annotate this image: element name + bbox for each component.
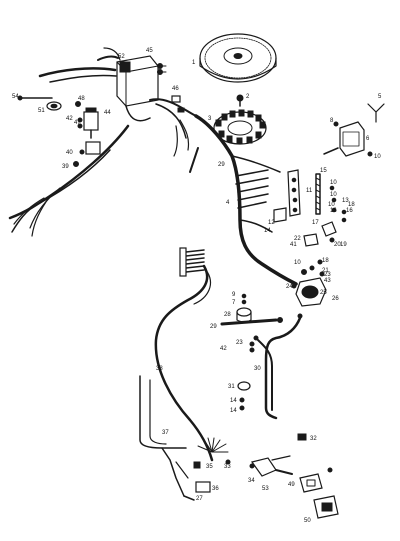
label-42a: 42 — [66, 116, 73, 122]
label-3: 3 — [208, 116, 212, 122]
label-33: 33 — [224, 464, 231, 470]
label-26: 26 — [332, 296, 339, 302]
stator — [213, 109, 267, 145]
label-40: 40 — [66, 150, 73, 156]
label-15: 15 — [320, 168, 327, 174]
label-10b: 10 — [330, 180, 337, 186]
label-23b: 23 — [236, 340, 243, 346]
label-9: 9 — [232, 292, 236, 298]
regulator — [323, 103, 385, 157]
label-25: 25 — [320, 290, 327, 296]
label-50: 50 — [304, 518, 311, 524]
label-29b: 29 — [210, 324, 217, 330]
power-pack — [116, 55, 159, 107]
mounting-plates — [299, 467, 339, 519]
battery-cables — [253, 313, 303, 420]
label-31: 31 — [228, 384, 235, 390]
label-10e: 10 — [294, 260, 301, 266]
label-28: 28 — [224, 312, 231, 318]
label-11: 11 — [306, 188, 313, 194]
label-37: 37 — [162, 430, 169, 436]
screw-2 — [236, 94, 244, 107]
label-32: 32 — [310, 436, 317, 442]
label-14c: 14 — [230, 408, 237, 414]
plug-rails — [179, 247, 205, 277]
label-19: 19 — [340, 242, 347, 248]
label-7: 7 — [232, 300, 236, 306]
label-2: 2 — [246, 94, 250, 100]
label-17: 17 — [312, 220, 319, 226]
label-22: 22 — [294, 236, 301, 242]
label-34: 34 — [248, 478, 255, 484]
label-16b: 16 — [346, 208, 353, 214]
label-1: 1 — [192, 60, 196, 66]
pack-wires — [38, 47, 197, 139]
label-10c: 10 — [330, 192, 337, 198]
label-45: 45 — [146, 48, 153, 54]
label-18a: 18 — [348, 202, 355, 208]
label-52: 52 — [118, 54, 125, 60]
label-8: 8 — [330, 118, 334, 124]
label-39: 39 — [62, 164, 69, 170]
label-53: 53 — [262, 486, 269, 492]
main-harness — [173, 114, 298, 286]
ground-strap — [220, 317, 283, 326]
bushing-28 — [236, 293, 252, 323]
label-6: 6 — [366, 136, 370, 142]
label-42b: 42 — [220, 346, 227, 352]
label-21: 21 — [322, 268, 329, 274]
flywheel — [199, 33, 277, 83]
label-24: 24 — [286, 284, 293, 290]
starter-solenoid — [291, 259, 327, 307]
label-47: 47 — [74, 120, 81, 126]
label-23a: 23 — [324, 272, 331, 278]
label-38: 38 — [156, 366, 163, 372]
rectifier-and-leads — [8, 124, 130, 237]
label-14b: 14 — [230, 398, 237, 404]
terminal-block — [273, 169, 347, 247]
label-44: 44 — [104, 110, 111, 116]
remote-cable — [154, 264, 214, 462]
label-29a: 29 — [218, 162, 225, 168]
coil-assembly — [17, 95, 99, 139]
label-48: 48 — [78, 96, 85, 102]
label-51: 51 — [38, 108, 45, 114]
label-18b: 18 — [322, 258, 329, 264]
label-36: 36 — [212, 486, 219, 492]
label-27: 27 — [196, 496, 203, 502]
part-labels: 1 2 3 4 5 6 8 10 10 10 10 10 11 12 13 14… — [12, 48, 382, 524]
label-16a: 16 — [330, 208, 337, 214]
connector-32 — [297, 433, 307, 441]
label-43: 43 — [324, 278, 331, 284]
label-5: 5 — [378, 94, 382, 100]
label-49: 49 — [288, 482, 295, 488]
label-35: 35 — [206, 464, 213, 470]
pack-hardware — [157, 63, 185, 113]
label-30: 30 — [254, 366, 261, 372]
label-20: 20 — [334, 242, 341, 248]
label-14a: 14 — [264, 228, 271, 234]
label-10a: 10 — [374, 154, 381, 160]
label-41: 41 — [290, 242, 297, 248]
label-10d: 10 — [328, 202, 335, 208]
small-parts-center — [237, 341, 255, 411]
label-54: 54 — [12, 94, 19, 100]
label-46: 46 — [172, 86, 179, 92]
label-4: 4 — [226, 200, 230, 206]
key-switch-harness — [139, 375, 293, 501]
label-13: 13 — [342, 198, 349, 204]
label-12: 12 — [268, 220, 275, 226]
